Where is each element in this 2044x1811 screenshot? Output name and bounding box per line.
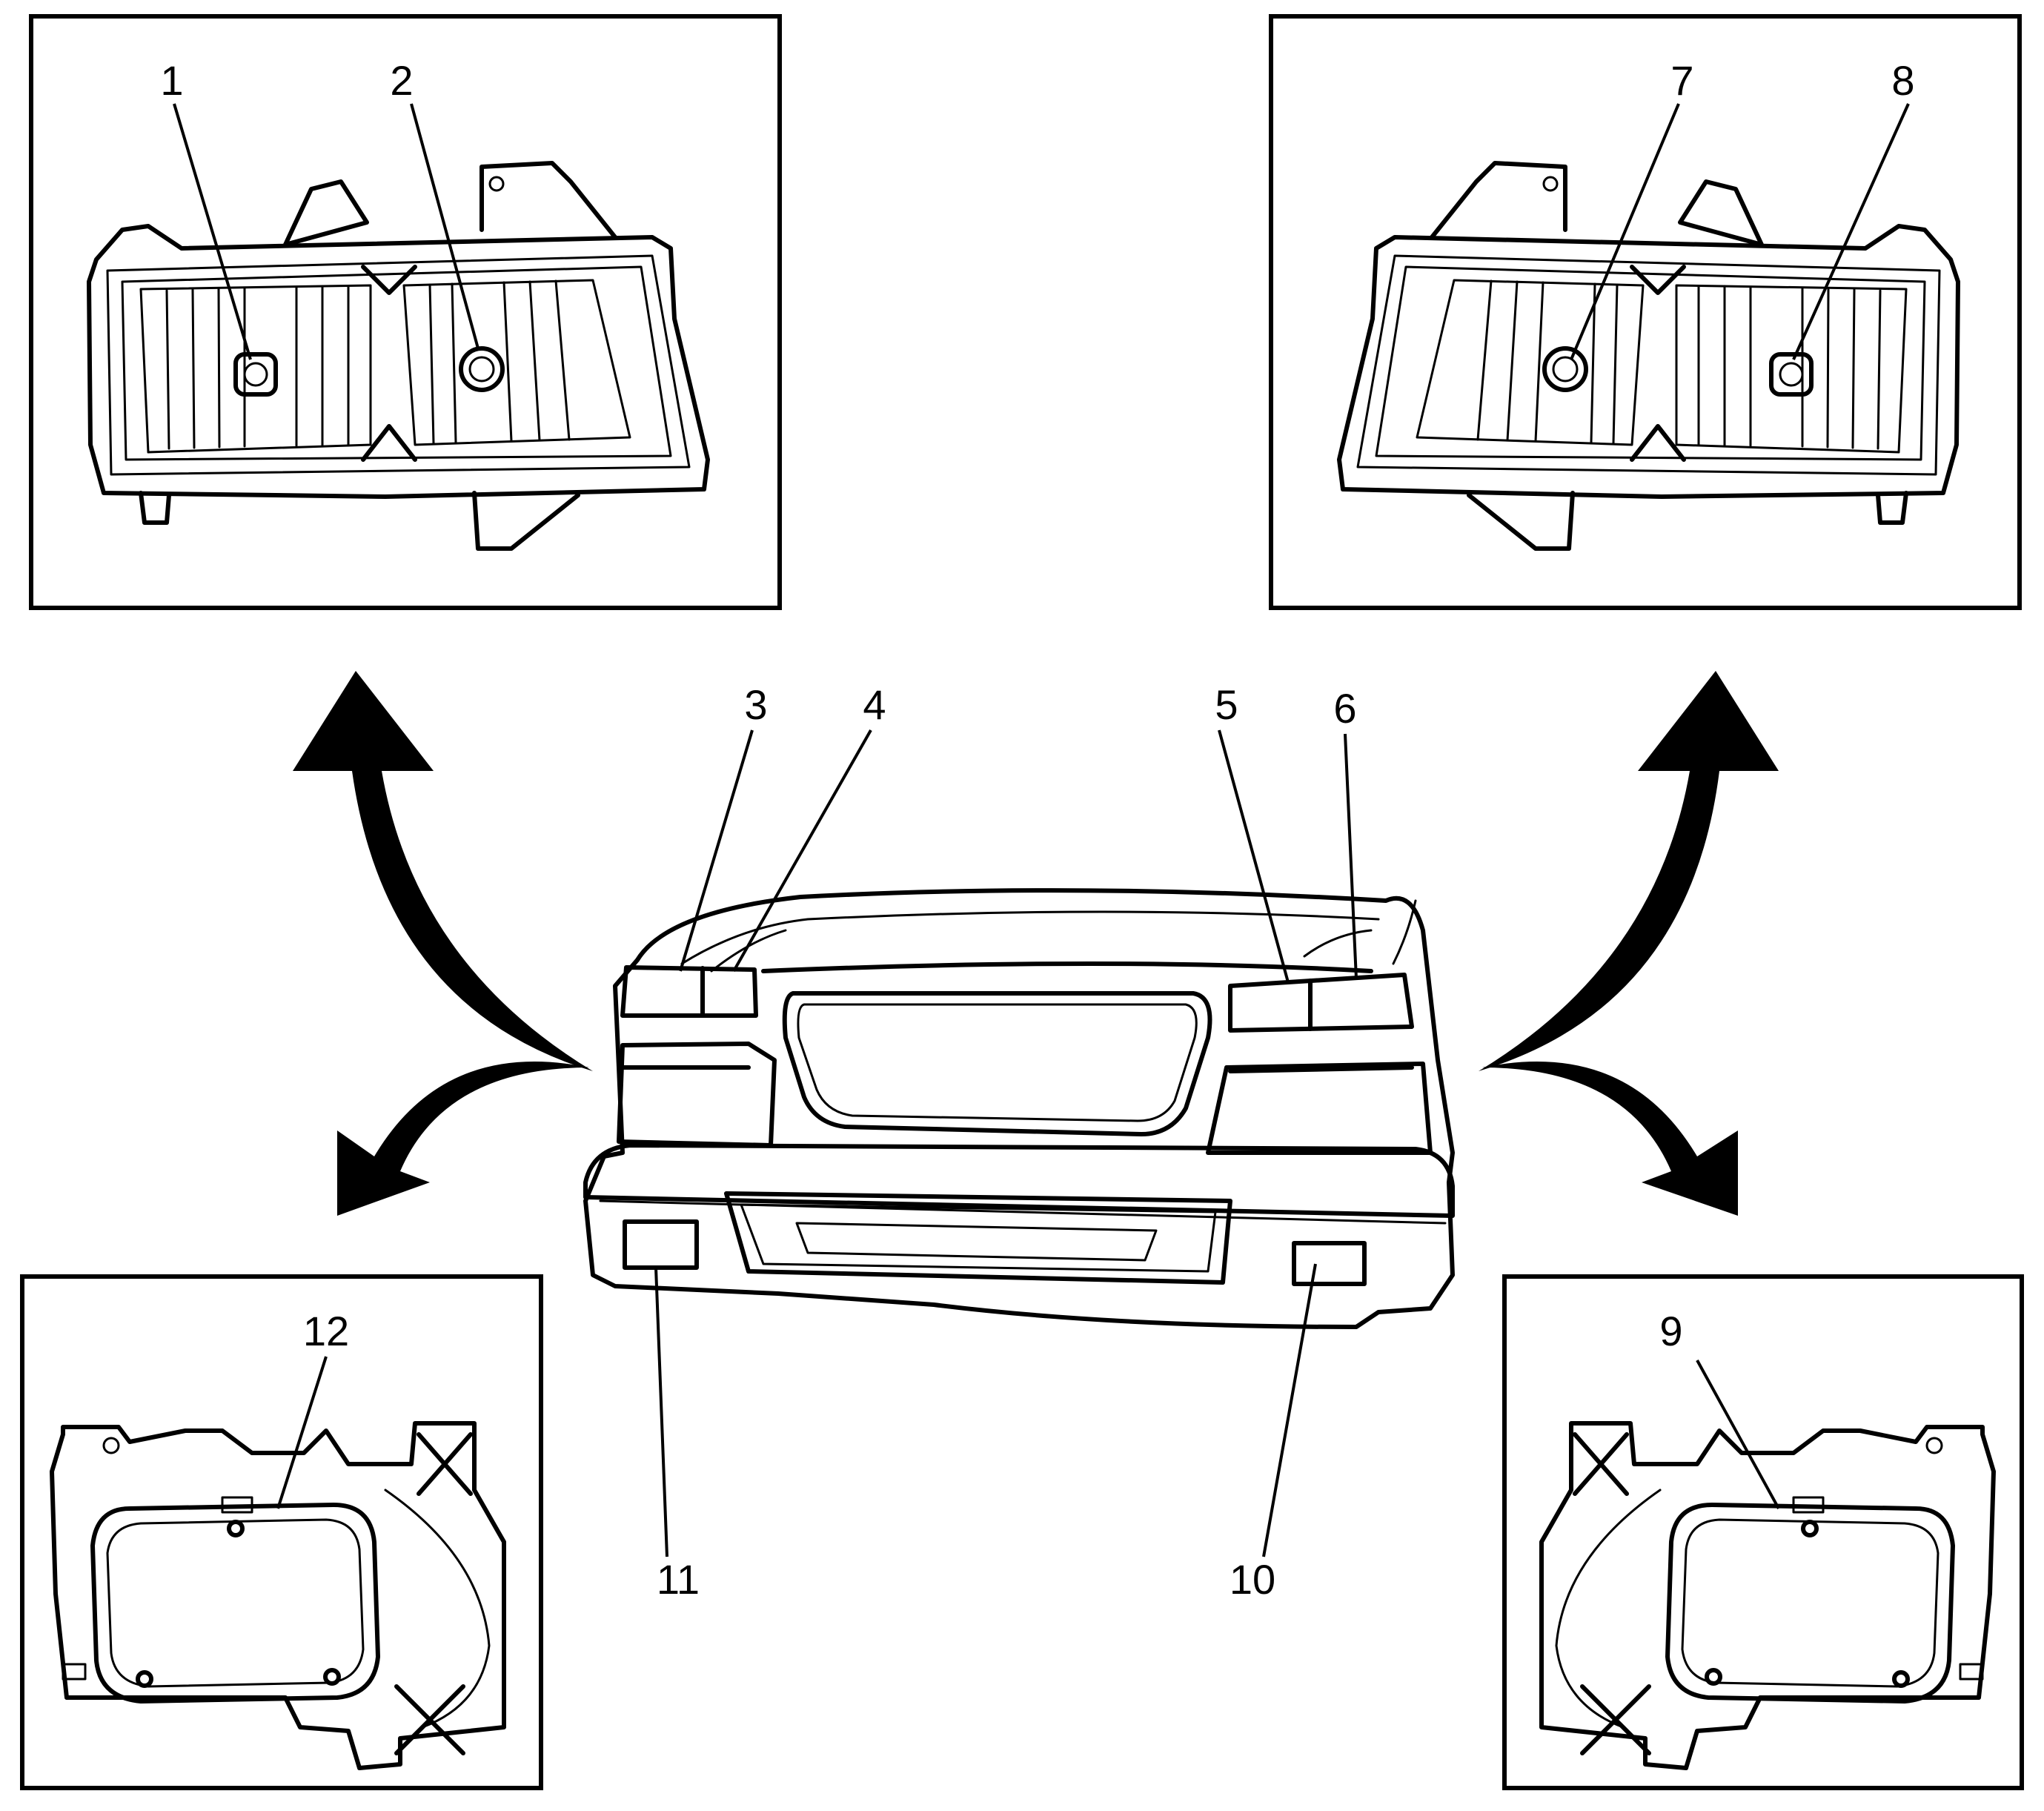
arrows: [293, 671, 1779, 1216]
inset-right-fog-lamp: [1502, 1274, 2024, 1790]
callout-2: 2: [390, 57, 413, 104]
right-fog-lamp-opening: [1292, 1241, 1367, 1286]
callout-8: 8: [1891, 57, 1914, 104]
leader-lines: [173, 103, 1910, 1557]
right-headlamp-drawing: [1337, 161, 1960, 551]
inset-right-headlamp: [1269, 14, 2022, 610]
callout-10: 10: [1230, 1556, 1275, 1603]
callout-3: 3: [744, 681, 767, 728]
left-fog-lamp-opening: [623, 1219, 699, 1270]
right-fog-lamp-drawing: [1539, 1421, 1996, 1770]
callout-1: 1: [160, 57, 183, 104]
arrow-up-left: [293, 671, 593, 1071]
arrow-up-right: [1479, 671, 1779, 1071]
reflector-ribs-right: [428, 279, 571, 445]
arrow-right-down: [1482, 1062, 1738, 1216]
left-headlamp-drawing: [87, 161, 710, 551]
callout-5: 5: [1215, 681, 1238, 728]
vehicle-front-end: [583, 888, 1455, 1329]
callout-12: 12: [303, 1308, 349, 1354]
callout-11: 11: [657, 1556, 700, 1603]
callout-7: 7: [1670, 57, 1693, 104]
inset-left-headlamp: [29, 14, 782, 610]
inset-left-fog-lamp: [20, 1274, 543, 1790]
left-fog-lamp-drawing: [50, 1421, 506, 1770]
callout-6: 6: [1333, 685, 1356, 732]
arrow-left-down: [337, 1062, 589, 1216]
reflector-ribs-left: [165, 285, 350, 450]
callout-labels: 1 2 3 4 5 6 7 8 9 10 11 12: [160, 57, 1914, 1603]
callout-9: 9: [1659, 1308, 1682, 1354]
callout-4: 4: [863, 681, 886, 728]
